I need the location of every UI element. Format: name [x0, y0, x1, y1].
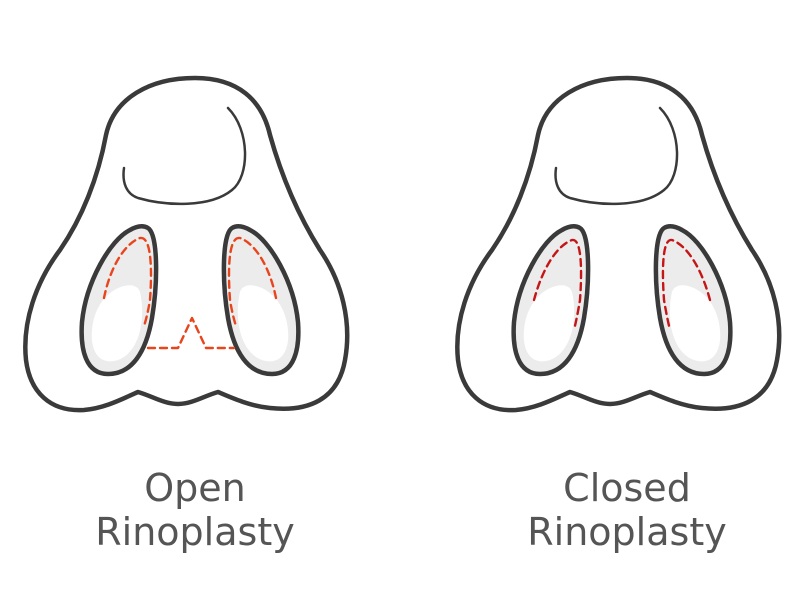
open-label-line1: Open — [144, 466, 246, 510]
left-marginal-incision — [102, 236, 153, 328]
columellar-incision — [146, 316, 236, 350]
nasal-tip-curve — [122, 106, 247, 206]
nose-outline — [455, 75, 782, 413]
open-rhinoplasty-nose — [23, 75, 350, 413]
right-intranasal-incision — [661, 238, 712, 332]
right-nostril-highlight — [237, 285, 289, 362]
right-marginal-incision — [227, 236, 278, 328]
nasal-tip-curve — [554, 106, 679, 206]
left-intranasal-incision — [532, 238, 583, 332]
left-nostril-highlight — [523, 285, 575, 362]
closed-label-line1: Closed — [563, 466, 691, 510]
closed-rhinoplasty-nose — [455, 75, 782, 413]
closed-label-line2: Rinoplasty — [527, 510, 727, 554]
open-label-line2: Rinoplasty — [95, 510, 295, 554]
nose-outline — [23, 75, 350, 413]
open-rhinoplasty-label: Open Rinoplasty — [45, 466, 345, 554]
right-nostril-highlight — [669, 285, 721, 362]
closed-rhinoplasty-label: Closed Rinoplasty — [477, 466, 777, 554]
left-nostril-highlight — [91, 285, 143, 362]
